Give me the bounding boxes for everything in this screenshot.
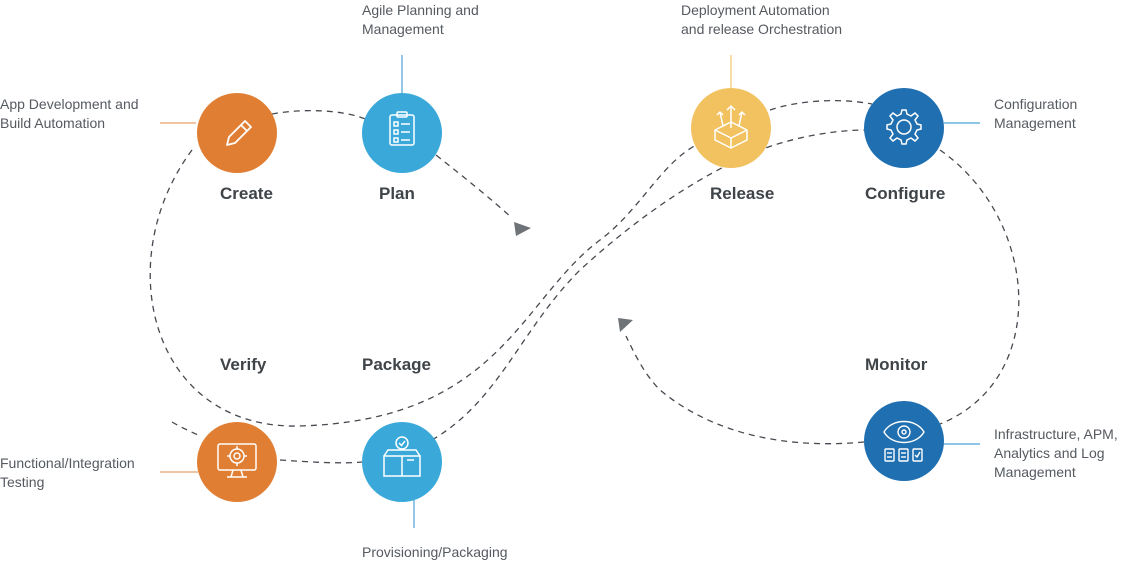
title-plan: Plan <box>379 184 415 203</box>
title-monitor: Monitor <box>865 355 928 374</box>
desc-release: Deployment Automation and release Orches… <box>681 2 843 37</box>
title-package: Package <box>362 355 431 374</box>
stage-configure <box>864 88 944 168</box>
arrowhead-up-left <box>618 318 633 332</box>
stage-package <box>362 422 442 502</box>
verify-circle <box>197 422 277 502</box>
stage-monitor <box>864 401 944 481</box>
desc-package: Provisioning/Packaging <box>362 544 508 560</box>
loop-left-tail <box>171 421 201 437</box>
checklist-icon <box>389 111 415 146</box>
stage-plan <box>362 93 442 173</box>
configure-circle <box>864 88 944 168</box>
title-configure: Configure <box>865 184 946 203</box>
gear-icon <box>886 109 922 145</box>
desc-verify: Functional/Integration Testing <box>0 455 135 490</box>
plan-circle <box>362 93 442 173</box>
stage-create <box>197 93 277 173</box>
box-arrows-up-icon <box>714 105 748 149</box>
title-create: Create <box>220 184 273 203</box>
infinity-loop <box>149 99 1020 464</box>
create-circle <box>197 93 277 173</box>
eye-analytics-icon <box>883 420 925 462</box>
desc-plan: Agile Planning and Management <box>362 2 479 37</box>
monitor-gear-icon <box>217 443 257 478</box>
loop-monitor-to-center <box>625 335 865 445</box>
arrowhead-down-right <box>514 222 531 236</box>
desc-monitor: Infrastructure, APM, Analytics and Log M… <box>994 426 1118 480</box>
title-verify: Verify <box>220 355 267 374</box>
box-check-icon <box>383 436 421 477</box>
loop-release-to-configure <box>769 99 873 111</box>
title-release: Release <box>710 184 775 203</box>
stage-verify <box>197 422 277 502</box>
loop-plan-to-center <box>435 154 513 219</box>
desc-configure: Configuration Management <box>994 96 1078 131</box>
loop-package-to-configure <box>431 129 867 441</box>
loop-right-outer <box>939 149 1020 425</box>
desc-create: App Development and Build Automation <box>0 96 139 131</box>
stage-release <box>691 88 771 168</box>
loop-left-inner <box>279 459 363 464</box>
leader-lines <box>160 55 980 528</box>
monitor-circle <box>864 401 944 481</box>
pencil-icon <box>226 120 252 146</box>
loop-create-to-plan <box>271 109 369 121</box>
